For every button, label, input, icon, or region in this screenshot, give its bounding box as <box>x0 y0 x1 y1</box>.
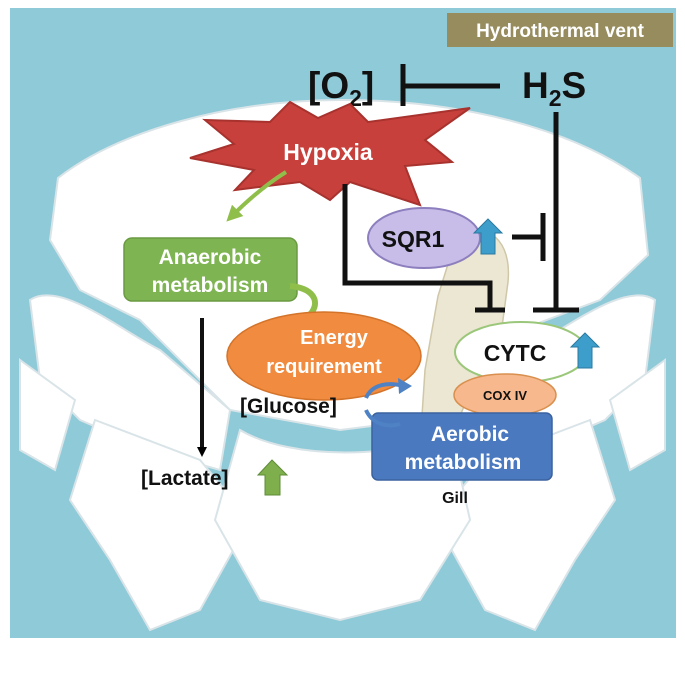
cytc-label: CYTC <box>484 340 547 366</box>
glucose-label: [Glucose] <box>240 395 337 418</box>
anaerobic-label-line2: metabolism <box>152 274 269 297</box>
anaerobic-label-line1: Anaerobic <box>159 246 262 269</box>
o2-close: ] <box>362 65 374 106</box>
sqr1-label: SQR1 <box>382 226 445 252</box>
hydrothermal-vent-badge <box>447 13 673 47</box>
aerobic-label-line1: Aerobic <box>431 423 510 446</box>
cox4-label: COX IV <box>483 388 527 403</box>
o2-label: [O2] <box>308 65 374 111</box>
hypoxia-burst <box>189 100 471 207</box>
anaerobic-metabolism-box <box>123 237 298 302</box>
o2-subscript: 2 <box>349 85 362 111</box>
h2s-s: S <box>562 65 587 106</box>
energy-label-line2: requirement <box>266 356 382 378</box>
aerobic-label-line2: metabolism <box>405 451 522 474</box>
lactate-up-arrow-icon <box>256 459 289 496</box>
cytc-up-arrow-icon <box>569 332 601 369</box>
o2-open: [O <box>308 65 349 106</box>
h2s-inhibits-o2 <box>400 64 500 106</box>
hydrothermal-vent-label: Hydrothermal vent <box>476 21 645 42</box>
inhibition-lines <box>342 112 579 313</box>
energy-label-line1: Energy <box>300 327 369 349</box>
hypoxia-to-anaerobic-arrow <box>226 170 288 222</box>
sqr1-up-arrow-icon <box>472 218 504 255</box>
aerobic-metabolism-box <box>371 412 553 481</box>
gill-label: Gill <box>442 490 468 507</box>
energy-requirement-ellipse <box>226 311 422 401</box>
lactate-label: [Lactate] <box>141 467 229 490</box>
h2s-subscript: 2 <box>549 85 562 111</box>
h2s-label: H2S <box>522 65 586 111</box>
h2s-h: H <box>522 65 549 106</box>
sqr1-ellipse <box>367 207 481 269</box>
glucose-arrowhead <box>398 378 412 394</box>
hypoxia-label: Hypoxia <box>283 139 373 165</box>
